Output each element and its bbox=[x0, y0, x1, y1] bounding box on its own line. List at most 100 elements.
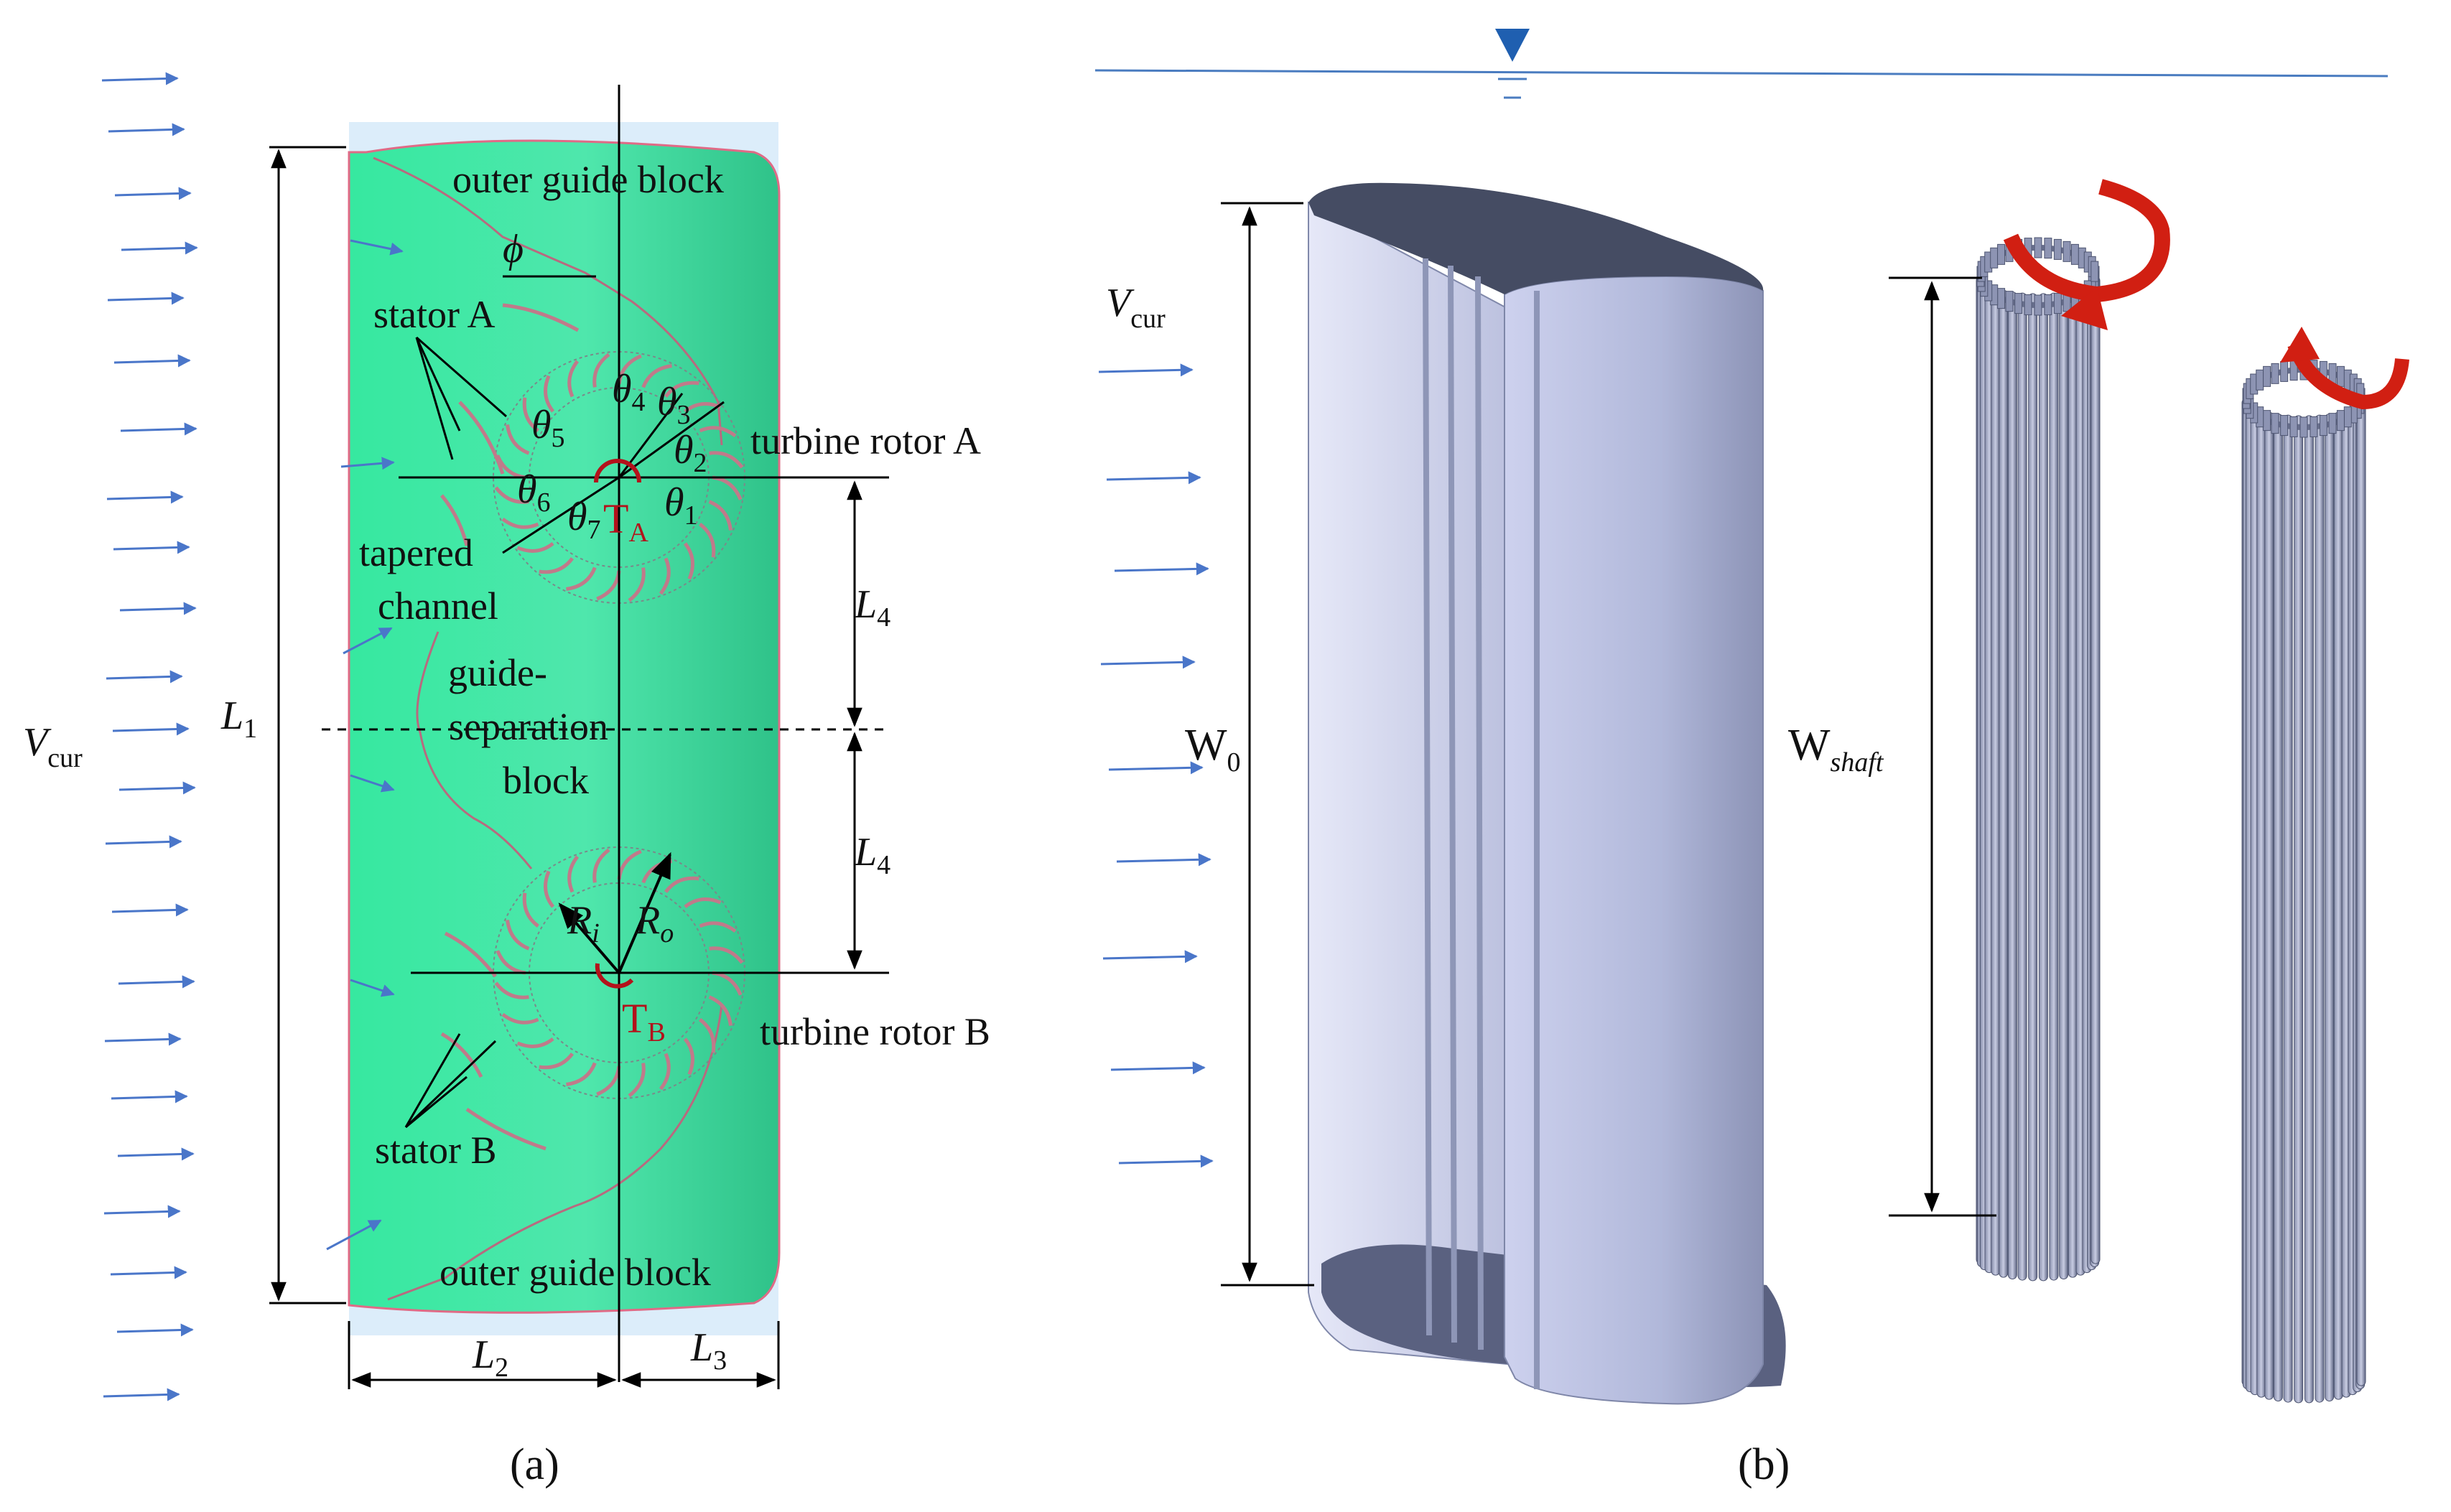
rotor-blade bbox=[628, 567, 646, 602]
turbine-top-blade bbox=[2034, 237, 2042, 258]
flow-arrow bbox=[121, 241, 198, 255]
rotor-blade bbox=[709, 451, 744, 469]
label-channel: channel bbox=[378, 584, 498, 627]
turbine-top-blade bbox=[2336, 410, 2345, 431]
rotation-arrow-1-head bbox=[2061, 287, 2108, 330]
flow-arrow bbox=[113, 541, 190, 554]
turbine-blade bbox=[2028, 293, 2038, 1282]
flow-arrow bbox=[107, 291, 185, 305]
rotation-arrow-2 bbox=[2287, 342, 2409, 410]
guide-separation-block-profile bbox=[416, 631, 533, 869]
turbine-top-blade bbox=[2343, 406, 2352, 428]
symbol-l1: L1 bbox=[220, 694, 257, 744]
symbol-vcur-b: Vcur bbox=[1106, 281, 1166, 334]
symbol-theta-3: θ3 bbox=[657, 380, 691, 430]
rotor-blade bbox=[567, 360, 580, 398]
water-level-marker bbox=[1495, 29, 1530, 62]
turbine-blade bbox=[2325, 413, 2335, 1401]
turbine-top-blade bbox=[2090, 261, 2099, 282]
symbol-ro: Ro bbox=[635, 898, 674, 948]
hull-body bbox=[348, 139, 781, 1314]
flow-arrow bbox=[1110, 1061, 1206, 1075]
turbine-blade bbox=[2283, 414, 2293, 1403]
flow-arrow bbox=[1102, 950, 1198, 963]
label-separation: separation bbox=[449, 705, 608, 748]
label-tapered: tapered bbox=[359, 531, 473, 574]
rotor-blade bbox=[592, 353, 610, 388]
symbol-vcur-a: Vcur bbox=[23, 720, 83, 773]
stator-a-leaders bbox=[415, 336, 507, 460]
symbol-l3: L3 bbox=[690, 1325, 727, 1376]
guide-block-channel-ribs bbox=[1423, 258, 1540, 1389]
flow-arrow bbox=[103, 1205, 181, 1218]
turbine-blade bbox=[2304, 415, 2314, 1404]
turbine-blade bbox=[2007, 291, 2017, 1279]
turbine-top-blade bbox=[2336, 365, 2345, 387]
rotation-arrow-1 bbox=[2003, 179, 2170, 303]
rotor-blade bbox=[699, 522, 716, 558]
guide-block-3d bbox=[1308, 182, 1786, 1405]
rotor-blade bbox=[506, 920, 530, 951]
rotor-blade bbox=[664, 876, 699, 893]
turbine-top-blade bbox=[2280, 415, 2289, 437]
inner-flow-arrows bbox=[326, 239, 404, 1251]
flow-arrow bbox=[1108, 761, 1204, 775]
symbol-torque-a: TA bbox=[603, 495, 648, 548]
flow-arrow bbox=[113, 354, 191, 368]
rotor-blade bbox=[641, 364, 672, 388]
symbol-w0: W0 bbox=[1185, 721, 1241, 778]
turbine-top-blade bbox=[2044, 238, 2052, 259]
turbine-blade bbox=[2038, 293, 2048, 1282]
ro-arrow bbox=[618, 851, 671, 974]
turbine-cylinder-1 bbox=[1976, 237, 2101, 1282]
rotor-blade bbox=[501, 1012, 539, 1025]
dimension-l1 bbox=[269, 146, 346, 1305]
turbine-blade bbox=[2333, 411, 2343, 1400]
flow-arrow bbox=[111, 1090, 188, 1103]
turbine-top-blade bbox=[1990, 247, 1999, 269]
panel-a: outer guide block outer guide block stat… bbox=[23, 72, 990, 1489]
rotor-blade bbox=[709, 946, 744, 964]
turbine-top-blade bbox=[2034, 294, 2042, 316]
turbine-top-blade bbox=[2271, 413, 2279, 434]
turbine-top-blade bbox=[2299, 416, 2308, 438]
turbine-top-blade bbox=[2053, 238, 2062, 260]
turbine-top-blade bbox=[1997, 243, 2006, 265]
turbine-blade bbox=[2068, 289, 2078, 1278]
rotor-blade bbox=[567, 855, 580, 893]
flow-arrow bbox=[106, 670, 183, 683]
turbine-top-blade bbox=[2014, 293, 2023, 314]
symbol-theta-2: θ2 bbox=[674, 428, 707, 478]
turbine-top-blade bbox=[1997, 288, 2006, 309]
flow-arrow bbox=[105, 835, 182, 849]
symbol-torque-b: TB bbox=[622, 995, 666, 1047]
flow-arrow bbox=[1118, 1154, 1214, 1168]
turbine-blade bbox=[2256, 409, 2266, 1398]
rotor-blade bbox=[494, 486, 529, 504]
turbine-top-blade bbox=[2024, 294, 2032, 315]
caption-a: (a) bbox=[510, 1440, 559, 1489]
turbine-blade bbox=[2273, 413, 2283, 1401]
flow-arrow bbox=[108, 123, 185, 136]
flow-arrow bbox=[1114, 562, 1209, 576]
rotor-blade bbox=[699, 921, 737, 933]
turbine-top-blade bbox=[2328, 413, 2337, 434]
dimension-wshaft bbox=[1889, 276, 1996, 1217]
guide-block-left-face bbox=[1308, 201, 1509, 1366]
flow-arrow bbox=[1116, 853, 1211, 867]
panel-b: Vcur W0 Wshaft (b) bbox=[1094, 29, 2409, 1489]
label-block: block bbox=[503, 759, 589, 802]
label-guide: guide- bbox=[448, 651, 547, 694]
label-outer-guide-top: outer guide block bbox=[452, 158, 724, 201]
symbol-l4-lower: L4 bbox=[854, 830, 890, 880]
symbol-theta-6: θ6 bbox=[517, 467, 551, 518]
water-surface-line bbox=[1094, 69, 2389, 78]
theta-ray-3 bbox=[502, 476, 620, 554]
outer-guide-block-bottom-profile bbox=[387, 1004, 723, 1301]
stator-b-leaders bbox=[404, 1033, 497, 1129]
flow-arrow bbox=[104, 1032, 182, 1046]
rotor-blade bbox=[684, 897, 722, 909]
flow-arrow bbox=[118, 781, 196, 795]
caption-b: (b) bbox=[1738, 1440, 1790, 1489]
